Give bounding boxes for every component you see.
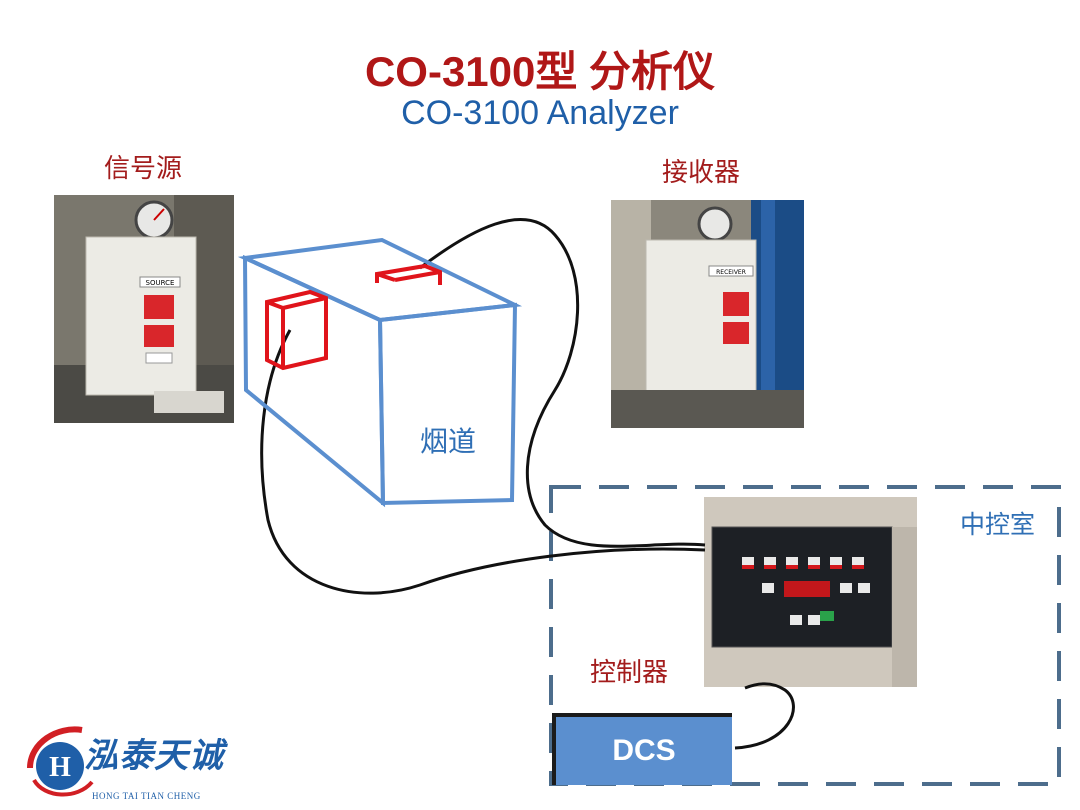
dcs-cable: [734, 682, 795, 750]
receiver-label: 接收器: [662, 158, 741, 188]
source-mount-box: [265, 289, 328, 371]
receiver-photo: RECEIVER: [611, 200, 804, 428]
source-cable: [260, 329, 706, 595]
source-tag: SOURCE: [146, 279, 175, 287]
receiver-cable: [419, 218, 706, 548]
controller-panel-image: [704, 497, 917, 687]
company-logo-icon: H: [27, 726, 94, 797]
source-photo: SOURCE: [54, 195, 234, 423]
svg-text:H: H: [49, 752, 71, 783]
page-subtitle: CO-3100 Analyzer: [401, 94, 679, 132]
logo-name: 泓泰天诚: [84, 736, 224, 776]
flue-duct: [237, 237, 523, 508]
controller-photo: [704, 497, 917, 687]
source-device-image: SOURCE: [54, 195, 234, 423]
receiver-tag: RECEIVER: [716, 269, 746, 276]
receiver-mount-box: [375, 263, 442, 285]
dcs-label: DCS: [612, 734, 676, 767]
receiver-device-image: RECEIVER: [611, 200, 804, 428]
logo-subtitle: HONG TAI TIAN CHENG: [92, 791, 201, 801]
controller-label: 控制器: [590, 658, 669, 688]
control-room-boundary: [549, 485, 1061, 786]
dcs-box: DCS: [552, 713, 732, 785]
control-room-label: 中控室: [960, 510, 1036, 539]
page-title: CO-3100型 分析仪: [364, 48, 716, 95]
flue-label: 烟道: [420, 425, 477, 458]
source-label: 信号源: [104, 154, 183, 184]
